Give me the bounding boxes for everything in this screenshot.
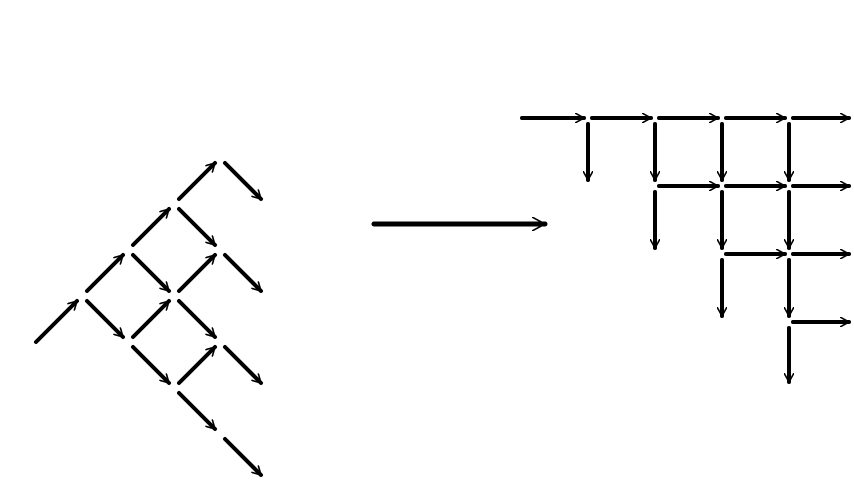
lattice-down-right-arrow: [177, 207, 217, 247]
lattice-up-right-arrow: [177, 253, 217, 293]
lattice-down-right-arrow: [131, 345, 171, 385]
lattice-up-right-arrow: [85, 253, 125, 293]
lattice-down-right-arrow: [85, 299, 125, 339]
lattice-down-right-arrow: [223, 437, 263, 477]
lattice-down-right-arrow: [223, 161, 263, 201]
lattice-up-right-arrow: [177, 345, 217, 385]
lattice-down-right-arrow: [177, 391, 217, 431]
lattice-down-right-arrow: [177, 299, 217, 339]
left-triangle-lattice: [34, 161, 263, 477]
lattice-entry-arrow: [34, 299, 79, 344]
lattice-up-right-arrow: [177, 161, 217, 201]
lattice-down-right-arrow: [131, 253, 171, 293]
lattice-up-right-arrow: [131, 299, 171, 339]
lattice-up-right-arrow: [131, 207, 171, 247]
lattice-down-right-arrow: [223, 253, 263, 293]
right-staircase-grid: [520, 118, 851, 384]
lattice-down-right-arrow: [223, 345, 263, 385]
